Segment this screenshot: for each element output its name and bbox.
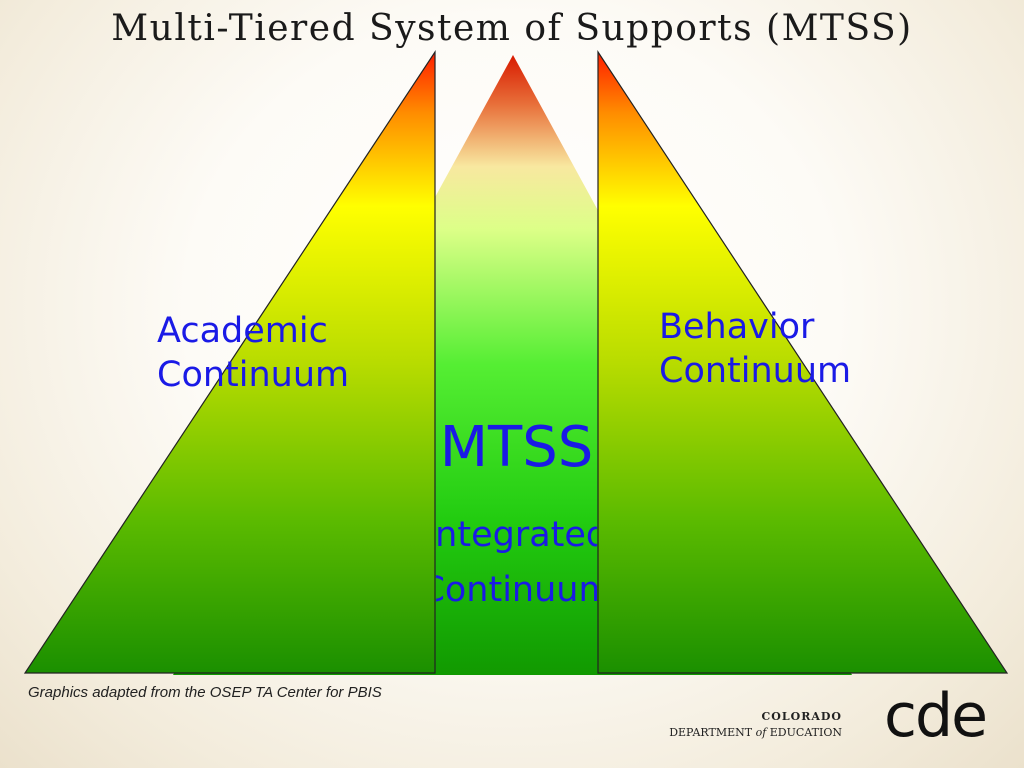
- academic-label-line2: Continuum: [157, 354, 350, 395]
- academic-label-line1: Academic: [157, 311, 328, 351]
- slide-title: Multi-Tiered System of Supports (MTSS): [111, 8, 913, 49]
- behavior-triangle: [597, 49, 1009, 674]
- mtss-subtitle-line1: Integrated: [436, 515, 597, 555]
- academic-continuum-label: Academic Continuum: [157, 310, 349, 398]
- academic-triangle: [23, 50, 436, 674]
- source-note: Graphics adapted from the OSEP TA Center…: [28, 684, 382, 701]
- behavior-continuum-label: Behavior Continuum: [659, 306, 851, 394]
- logo-dept-of: of: [755, 726, 767, 739]
- logo-dept-prefix: DEPARTMENT: [669, 726, 753, 739]
- logo-department-text: DEPARTMENT of EDUCATION: [669, 726, 842, 739]
- logo-mark: cde: [884, 681, 988, 751]
- behavior-label-line2: Continuum: [659, 350, 852, 391]
- logo-dept-suffix: EDUCATION: [769, 726, 842, 739]
- logo-state-text: COLORADO: [761, 710, 842, 723]
- mtss-center-label: MTSS Integrated Continuum: [436, 415, 597, 615]
- cde-logo: COLORADO DEPARTMENT of EDUCATION cde: [669, 686, 990, 750]
- behavior-label-line1: Behavior: [659, 307, 815, 347]
- mtss-title: MTSS: [439, 415, 594, 480]
- mtss-subtitle-line2: Continuum: [436, 570, 597, 610]
